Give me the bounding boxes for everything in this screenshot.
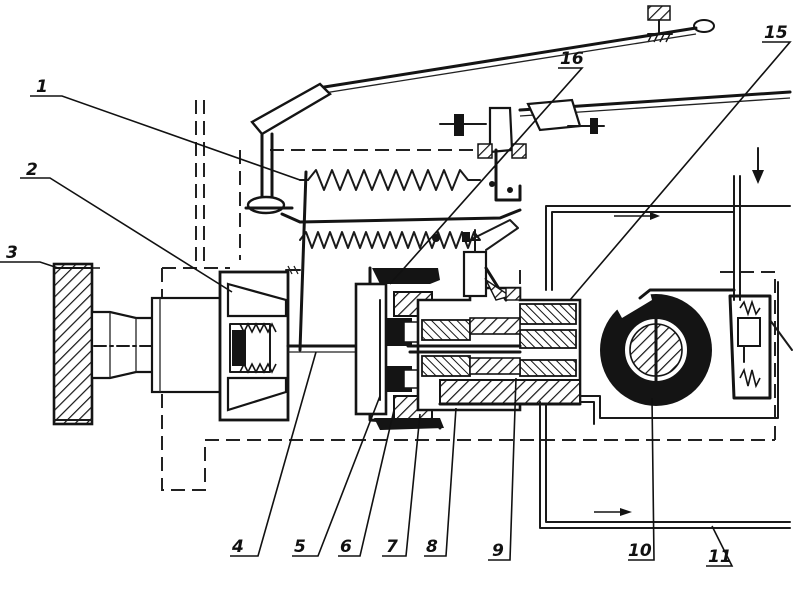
label-15: 15 bbox=[764, 23, 788, 43]
hydraulic-lines bbox=[539, 147, 791, 529]
label-16: 16 bbox=[560, 49, 584, 69]
label-1: 1 bbox=[36, 77, 48, 97]
upper-spring bbox=[299, 169, 481, 191]
release-rod bbox=[285, 170, 308, 352]
label-9: 9 bbox=[492, 541, 504, 561]
rotary-valve bbox=[600, 288, 736, 406]
lower-spring bbox=[280, 208, 522, 251]
clutch-assembly bbox=[218, 270, 362, 422]
pressure-regulator bbox=[728, 294, 793, 400]
label-3: 3 bbox=[6, 243, 18, 263]
pump-housing bbox=[354, 229, 582, 430]
housing-outline bbox=[161, 100, 776, 491]
label-8: 8 bbox=[426, 537, 438, 557]
label-6: 6 bbox=[340, 537, 352, 557]
label-7: 7 bbox=[386, 537, 398, 557]
label-2: 2 bbox=[26, 160, 38, 180]
flywheel bbox=[52, 262, 94, 426]
leader-lines bbox=[0, 41, 792, 567]
label-4: 4 bbox=[231, 537, 244, 557]
label-10: 10 bbox=[628, 541, 652, 561]
upper-linkage bbox=[244, 5, 792, 215]
input-shaft bbox=[90, 296, 222, 394]
label-11: 11 bbox=[708, 547, 732, 567]
label-5: 5 bbox=[294, 537, 306, 557]
callout-labels: 1 2 3 4 5 6 7 8 9 10 11 15 16 bbox=[6, 23, 788, 567]
